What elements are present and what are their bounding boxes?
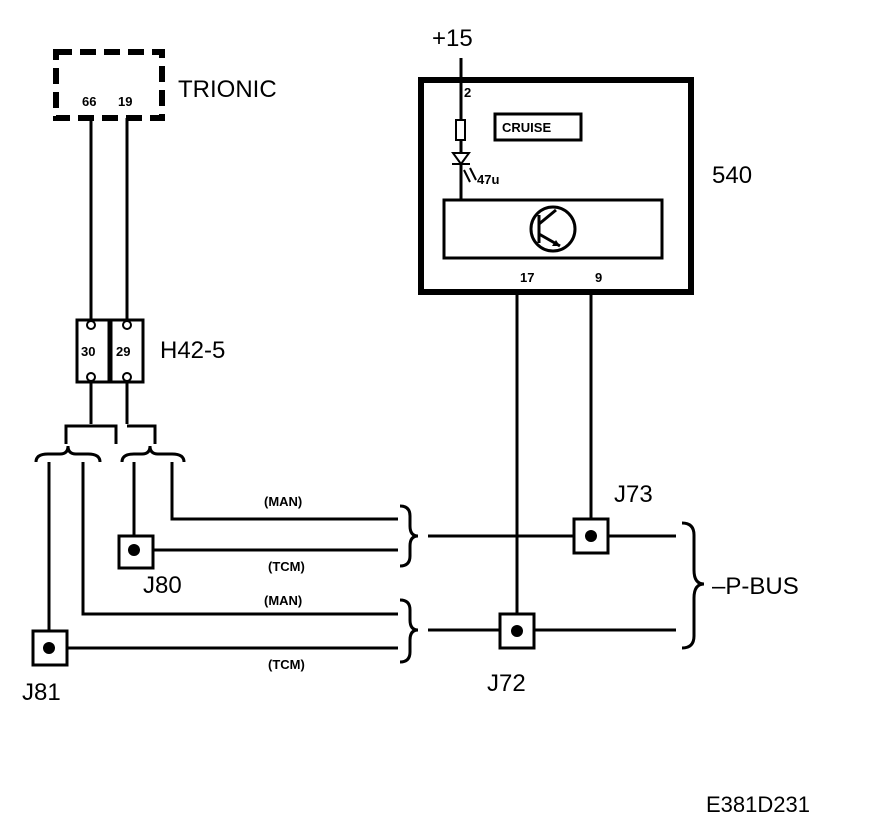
wire-label-man-2: (MAN) bbox=[264, 593, 302, 608]
j81-label: J81 bbox=[22, 679, 61, 706]
j80-label: J80 bbox=[143, 572, 182, 599]
j73-label: J73 bbox=[614, 481, 653, 508]
trionic-box bbox=[53, 49, 165, 121]
module-540-box bbox=[418, 77, 694, 295]
module-pin-9: 9 bbox=[595, 270, 602, 285]
h42-label: H42-5 bbox=[160, 337, 225, 364]
cruise-label: CRUISE bbox=[502, 120, 551, 135]
trionic-pin-66: 66 bbox=[82, 94, 96, 109]
module-540-label: 540 bbox=[712, 162, 752, 189]
wire-label-man-1: (MAN) bbox=[264, 494, 302, 509]
wire-label-tcm-2: (TCM) bbox=[268, 657, 305, 672]
transistor-icon bbox=[529, 205, 577, 253]
module-pin-17: 17 bbox=[520, 270, 534, 285]
j72-label: J72 bbox=[487, 670, 526, 697]
diode-label: 47u bbox=[477, 172, 499, 187]
trionic-pin-19: 19 bbox=[118, 94, 132, 109]
wire-label-tcm-1: (TCM) bbox=[268, 559, 305, 574]
h42-connector-left bbox=[75, 318, 111, 384]
h42-pin-30: 30 bbox=[81, 344, 95, 359]
cruise-lamp bbox=[493, 112, 583, 142]
trionic-label: TRIONIC bbox=[178, 76, 277, 103]
module-pin-2: 2 bbox=[464, 85, 471, 100]
j81-junction bbox=[31, 629, 69, 667]
h42-pin-29: 29 bbox=[116, 344, 130, 359]
supply-label: +15 bbox=[432, 25, 473, 52]
figure-id: E381D231 bbox=[706, 792, 810, 817]
p-bus-label: –P-BUS bbox=[712, 573, 799, 600]
diode-icon bbox=[451, 152, 471, 166]
